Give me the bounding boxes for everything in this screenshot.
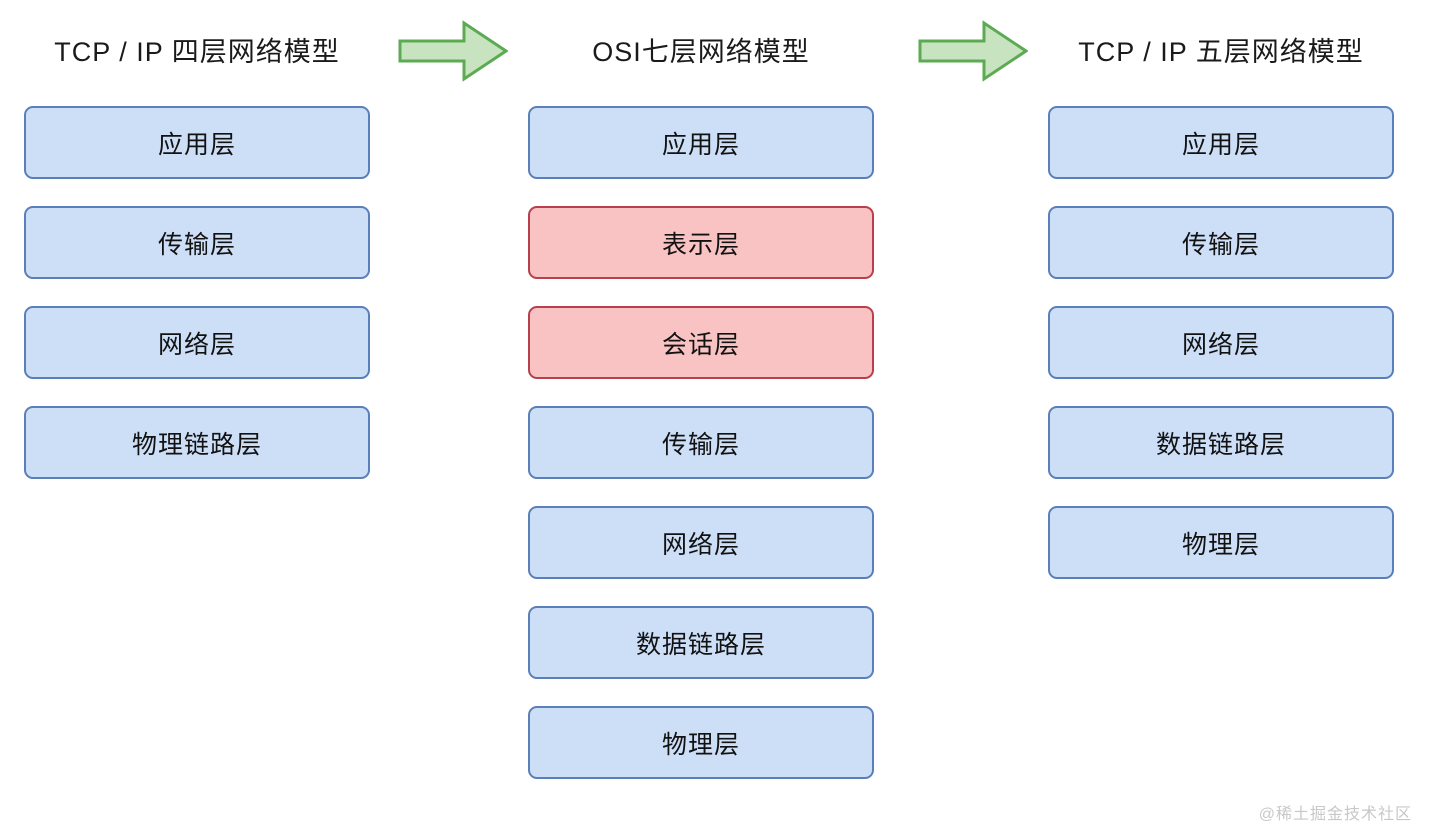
layer-label: 传输层 <box>1181 230 1260 259</box>
arrow-right-icon-two <box>918 20 1028 82</box>
layer-label: 表示层 <box>661 230 740 259</box>
layer-box: 物理层 <box>1048 506 1394 579</box>
layer-box: 应用层 <box>1048 106 1394 179</box>
layer-box: 物理层 <box>528 706 874 779</box>
layer-stack-osi-seven-layer: 应用层 表示层 会话层 传输层 网络层 数据链路层 物理层 <box>528 106 874 806</box>
layer-label: 物理层 <box>661 730 740 759</box>
layer-stack-tcp-ip-four-layer: 应用层 传输层 网络层 物理链路层 <box>24 106 370 506</box>
layer-box: 网络层 <box>528 506 874 579</box>
layer-label: 应用层 <box>1181 130 1260 159</box>
layer-box: 数据链路层 <box>1048 406 1394 479</box>
layer-label: 传输层 <box>157 230 236 259</box>
arrow-right-icon-one <box>398 20 508 82</box>
layer-box-highlighted: 表示层 <box>528 206 874 279</box>
watermark: @稀土掘金技术社区 <box>1258 806 1412 823</box>
layer-box: 网络层 <box>1048 306 1394 379</box>
column-title-tcp-ip-five-layer: TCP / IP 五层网络模型 <box>1078 37 1364 67</box>
layer-stack-tcp-ip-five-layer: 应用层 传输层 网络层 数据链路层 物理层 <box>1048 106 1394 606</box>
layer-label: 物理链路层 <box>131 430 262 459</box>
layer-label: 传输层 <box>661 430 740 459</box>
column-title-osi-seven-layer: OSI七层网络模型 <box>592 37 810 67</box>
layer-label: 应用层 <box>661 130 740 159</box>
layer-box-highlighted: 会话层 <box>528 306 874 379</box>
layer-box: 传输层 <box>24 206 370 279</box>
layer-box: 传输层 <box>528 406 874 479</box>
layer-box: 传输层 <box>1048 206 1394 279</box>
layer-label: 应用层 <box>157 130 236 159</box>
layer-label: 会话层 <box>661 330 740 359</box>
layer-box: 网络层 <box>24 306 370 379</box>
layer-label: 网络层 <box>157 330 236 359</box>
layer-box: 应用层 <box>24 106 370 179</box>
layer-label: 数据链路层 <box>1155 430 1286 459</box>
layer-box: 数据链路层 <box>528 606 874 679</box>
layer-box: 物理链路层 <box>24 406 370 479</box>
layer-label: 网络层 <box>1181 330 1260 359</box>
layer-label: 物理层 <box>1181 530 1260 559</box>
layer-label: 网络层 <box>661 530 740 559</box>
layer-box: 应用层 <box>528 106 874 179</box>
column-title-tcp-ip-four-layer: TCP / IP 四层网络模型 <box>54 37 340 67</box>
layer-label: 数据链路层 <box>635 630 766 659</box>
